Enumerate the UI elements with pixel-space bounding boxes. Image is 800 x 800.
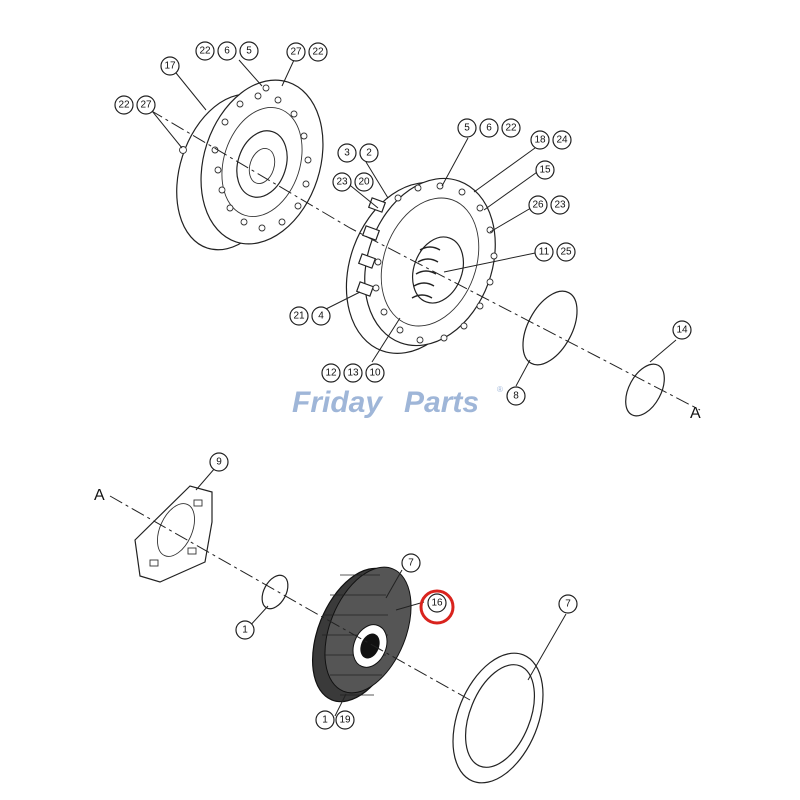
svg-text:3: 3 (344, 148, 350, 159)
callout-19: 19 (335, 710, 355, 730)
seal-ring (522, 290, 578, 366)
o-ring (625, 363, 665, 417)
callout-27: 27 (286, 42, 306, 62)
clutch-assembly (345, 177, 498, 354)
connector-a-bottom: A (94, 487, 105, 504)
svg-text:1: 1 (322, 715, 328, 726)
callout-12: 12 (321, 363, 341, 383)
svg-text:22: 22 (118, 100, 130, 111)
flywheel-housing (176, 79, 324, 251)
svg-text:22: 22 (312, 47, 324, 58)
callout-16: 16 (427, 593, 447, 613)
svg-text:6: 6 (486, 123, 492, 134)
callout-15: 15 (535, 160, 555, 180)
svg-text:14: 14 (676, 325, 688, 336)
svg-text:8: 8 (513, 391, 519, 402)
callout-18: 18 (530, 130, 550, 150)
svg-text:11: 11 (539, 247, 550, 258)
highlight-ring (419, 589, 455, 625)
svg-text:23: 23 (554, 200, 566, 211)
retaining-ring (261, 574, 289, 610)
svg-text:18: 18 (534, 135, 546, 146)
svg-text:13: 13 (347, 368, 359, 379)
svg-text:27: 27 (140, 100, 152, 111)
svg-text:26: 26 (532, 200, 544, 211)
callout-1: 1 (235, 620, 255, 640)
callout-22: 22 (308, 42, 328, 62)
svg-text:15: 15 (539, 165, 551, 176)
callout-5: 5 (457, 118, 477, 138)
callout-1: 1 (315, 710, 335, 730)
callout-23: 23 (332, 172, 352, 192)
callout-26: 26 (528, 195, 548, 215)
callout-22: 22 (501, 118, 521, 138)
callout-22: 22 (114, 95, 134, 115)
callout-22: 22 (195, 41, 215, 61)
leader-lines (147, 59, 677, 717)
svg-text:19: 19 (339, 715, 351, 726)
svg-text:6: 6 (224, 46, 230, 57)
callout-24: 24 (552, 130, 572, 150)
connector-a-top: A (690, 405, 701, 422)
callout-27: 27 (136, 95, 156, 115)
callout-9: 9 (209, 452, 229, 472)
callout-2: 2 (359, 143, 379, 163)
watermark: Friday Parts ® (292, 385, 503, 419)
callout-7: 7 (401, 553, 421, 573)
callout-6: 6 (479, 118, 499, 138)
svg-text:22: 22 (199, 46, 211, 57)
callout-14: 14 (672, 320, 692, 340)
svg-text:7: 7 (565, 599, 571, 610)
callout-23: 23 (550, 195, 570, 215)
separator-plate (452, 652, 544, 784)
callout-11: 11 (534, 242, 554, 262)
callout-5: 5 (239, 41, 259, 61)
watermark-friday: Friday (292, 386, 383, 419)
svg-text:2: 2 (366, 148, 372, 159)
svg-text:9: 9 (216, 457, 222, 468)
callout-20: 20 (354, 172, 374, 192)
svg-text:12: 12 (325, 368, 337, 379)
friction-disc-pack (311, 566, 412, 703)
svg-text:10: 10 (369, 368, 381, 379)
svg-text:23: 23 (336, 177, 348, 188)
svg-text:25: 25 (560, 247, 572, 258)
svg-text:4: 4 (318, 311, 324, 322)
svg-text:17: 17 (164, 61, 176, 72)
callout-6: 6 (217, 41, 237, 61)
center-axis-bottom (109, 495, 471, 701)
svg-text:16: 16 (431, 598, 443, 609)
svg-text:24: 24 (556, 135, 568, 146)
center-axis-top (149, 109, 701, 411)
callout-7: 7 (558, 594, 578, 614)
callout-3: 3 (337, 143, 357, 163)
cover-plate (134, 485, 213, 583)
callout-25: 25 (556, 242, 576, 262)
svg-text:7: 7 (408, 558, 414, 569)
callouts: 22 6 5 27 22 17 22 27 5 6 22 18 24 3 2 1… (114, 41, 692, 730)
svg-text:1: 1 (242, 625, 248, 636)
watermark-registered-mark: ® (497, 385, 503, 394)
callout-4: 4 (311, 306, 331, 326)
svg-text:5: 5 (464, 123, 470, 134)
svg-text:27: 27 (290, 47, 302, 58)
svg-text:22: 22 (505, 123, 517, 134)
svg-text:20: 20 (358, 177, 370, 188)
watermark-parts: Parts (404, 386, 479, 419)
svg-text:5: 5 (246, 46, 252, 57)
callout-8: 8 (506, 386, 526, 406)
callout-13: 13 (343, 363, 363, 383)
callout-21: 21 (289, 306, 309, 326)
callout-17: 17 (160, 56, 180, 76)
callout-10: 10 (365, 363, 385, 383)
svg-text:21: 21 (293, 311, 305, 322)
